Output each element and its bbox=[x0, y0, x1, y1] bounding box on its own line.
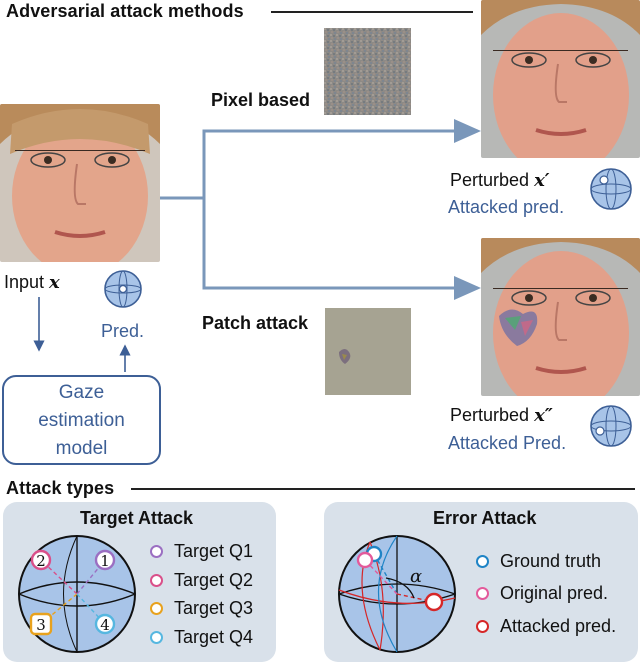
target-marker-q1: 1 bbox=[94, 549, 116, 571]
section-title-attack-types: Attack types bbox=[6, 478, 115, 498]
input-face-image bbox=[0, 104, 160, 262]
target-marker-q2: 2 bbox=[30, 549, 52, 571]
svg-text:3: 3 bbox=[36, 616, 46, 634]
error-attack-sphere: α bbox=[338, 535, 456, 653]
perturbed-face-pixel-image bbox=[481, 0, 640, 158]
target-attack-title: Target Attack bbox=[80, 508, 194, 528]
legend-original-pred: Original pred. bbox=[476, 583, 608, 604]
svg-text:4: 4 bbox=[100, 616, 110, 634]
patch-attack-label: Patch attack bbox=[202, 313, 309, 333]
perturbed-x-prime-label: Perturbed x′ bbox=[450, 170, 550, 191]
legend-target-q2: Target Q2 bbox=[150, 570, 253, 591]
original-pred-marker bbox=[356, 551, 374, 569]
svg-text:1: 1 bbox=[100, 552, 110, 570]
attacked-pred-label-pixel: Attacked pred. bbox=[448, 197, 565, 217]
alpha-angle-label: α bbox=[410, 566, 422, 587]
legend-dot-attacked-pred bbox=[476, 620, 489, 633]
model-line-3: model bbox=[55, 438, 108, 459]
target-marker-q3: 3 bbox=[29, 612, 53, 636]
input-label: Input x bbox=[4, 272, 60, 293]
target-marker-q4: 4 bbox=[94, 613, 116, 635]
legend-dot-q4 bbox=[150, 631, 163, 644]
legend-dot-q3 bbox=[150, 602, 163, 615]
pred-gaze-sphere-icon bbox=[104, 270, 142, 308]
legend-dot-q1 bbox=[150, 545, 163, 558]
legend-target-q1: Target Q1 bbox=[150, 541, 253, 562]
pixel-based-label: Pixel based bbox=[211, 90, 311, 110]
model-line-1: Gaze bbox=[58, 382, 105, 403]
gaze-estimation-model-box: Gaze estimation model bbox=[2, 375, 161, 465]
legend-ground-truth: Ground truth bbox=[476, 551, 601, 572]
attacked-pred-label-patch: Attacked Pred. bbox=[448, 433, 567, 453]
legend-target-q4: Target Q4 bbox=[150, 627, 253, 648]
model-line-2: estimation bbox=[38, 410, 125, 431]
legend-dot-ground-truth bbox=[476, 555, 489, 568]
legend-dot-q2 bbox=[150, 574, 163, 587]
svg-text:2: 2 bbox=[36, 552, 46, 570]
branch-connector bbox=[160, 119, 481, 300]
attack-types-rule bbox=[131, 488, 635, 490]
target-attack-sphere: 2 1 3 4 bbox=[18, 535, 136, 653]
title-rule bbox=[271, 11, 473, 13]
patch-image bbox=[325, 308, 411, 395]
legend-target-q3: Target Q3 bbox=[150, 598, 253, 619]
attacked-gaze-sphere-patch-icon bbox=[590, 405, 632, 447]
section-title-methods: Adversarial attack methods bbox=[6, 1, 244, 21]
legend-dot-original-pred bbox=[476, 587, 489, 600]
attacked-gaze-sphere-pixel-icon bbox=[590, 168, 632, 210]
pred-label: Pred. bbox=[101, 321, 145, 341]
perturbed-face-patch-image bbox=[481, 238, 640, 396]
pixel-noise-image bbox=[324, 28, 411, 115]
error-attack-title: Error Attack bbox=[433, 508, 537, 528]
attacked-pred-marker bbox=[424, 592, 444, 612]
legend-attacked-pred: Attacked pred. bbox=[476, 616, 616, 637]
perturbed-x-double-prime-label: Perturbed x″ bbox=[450, 405, 553, 426]
